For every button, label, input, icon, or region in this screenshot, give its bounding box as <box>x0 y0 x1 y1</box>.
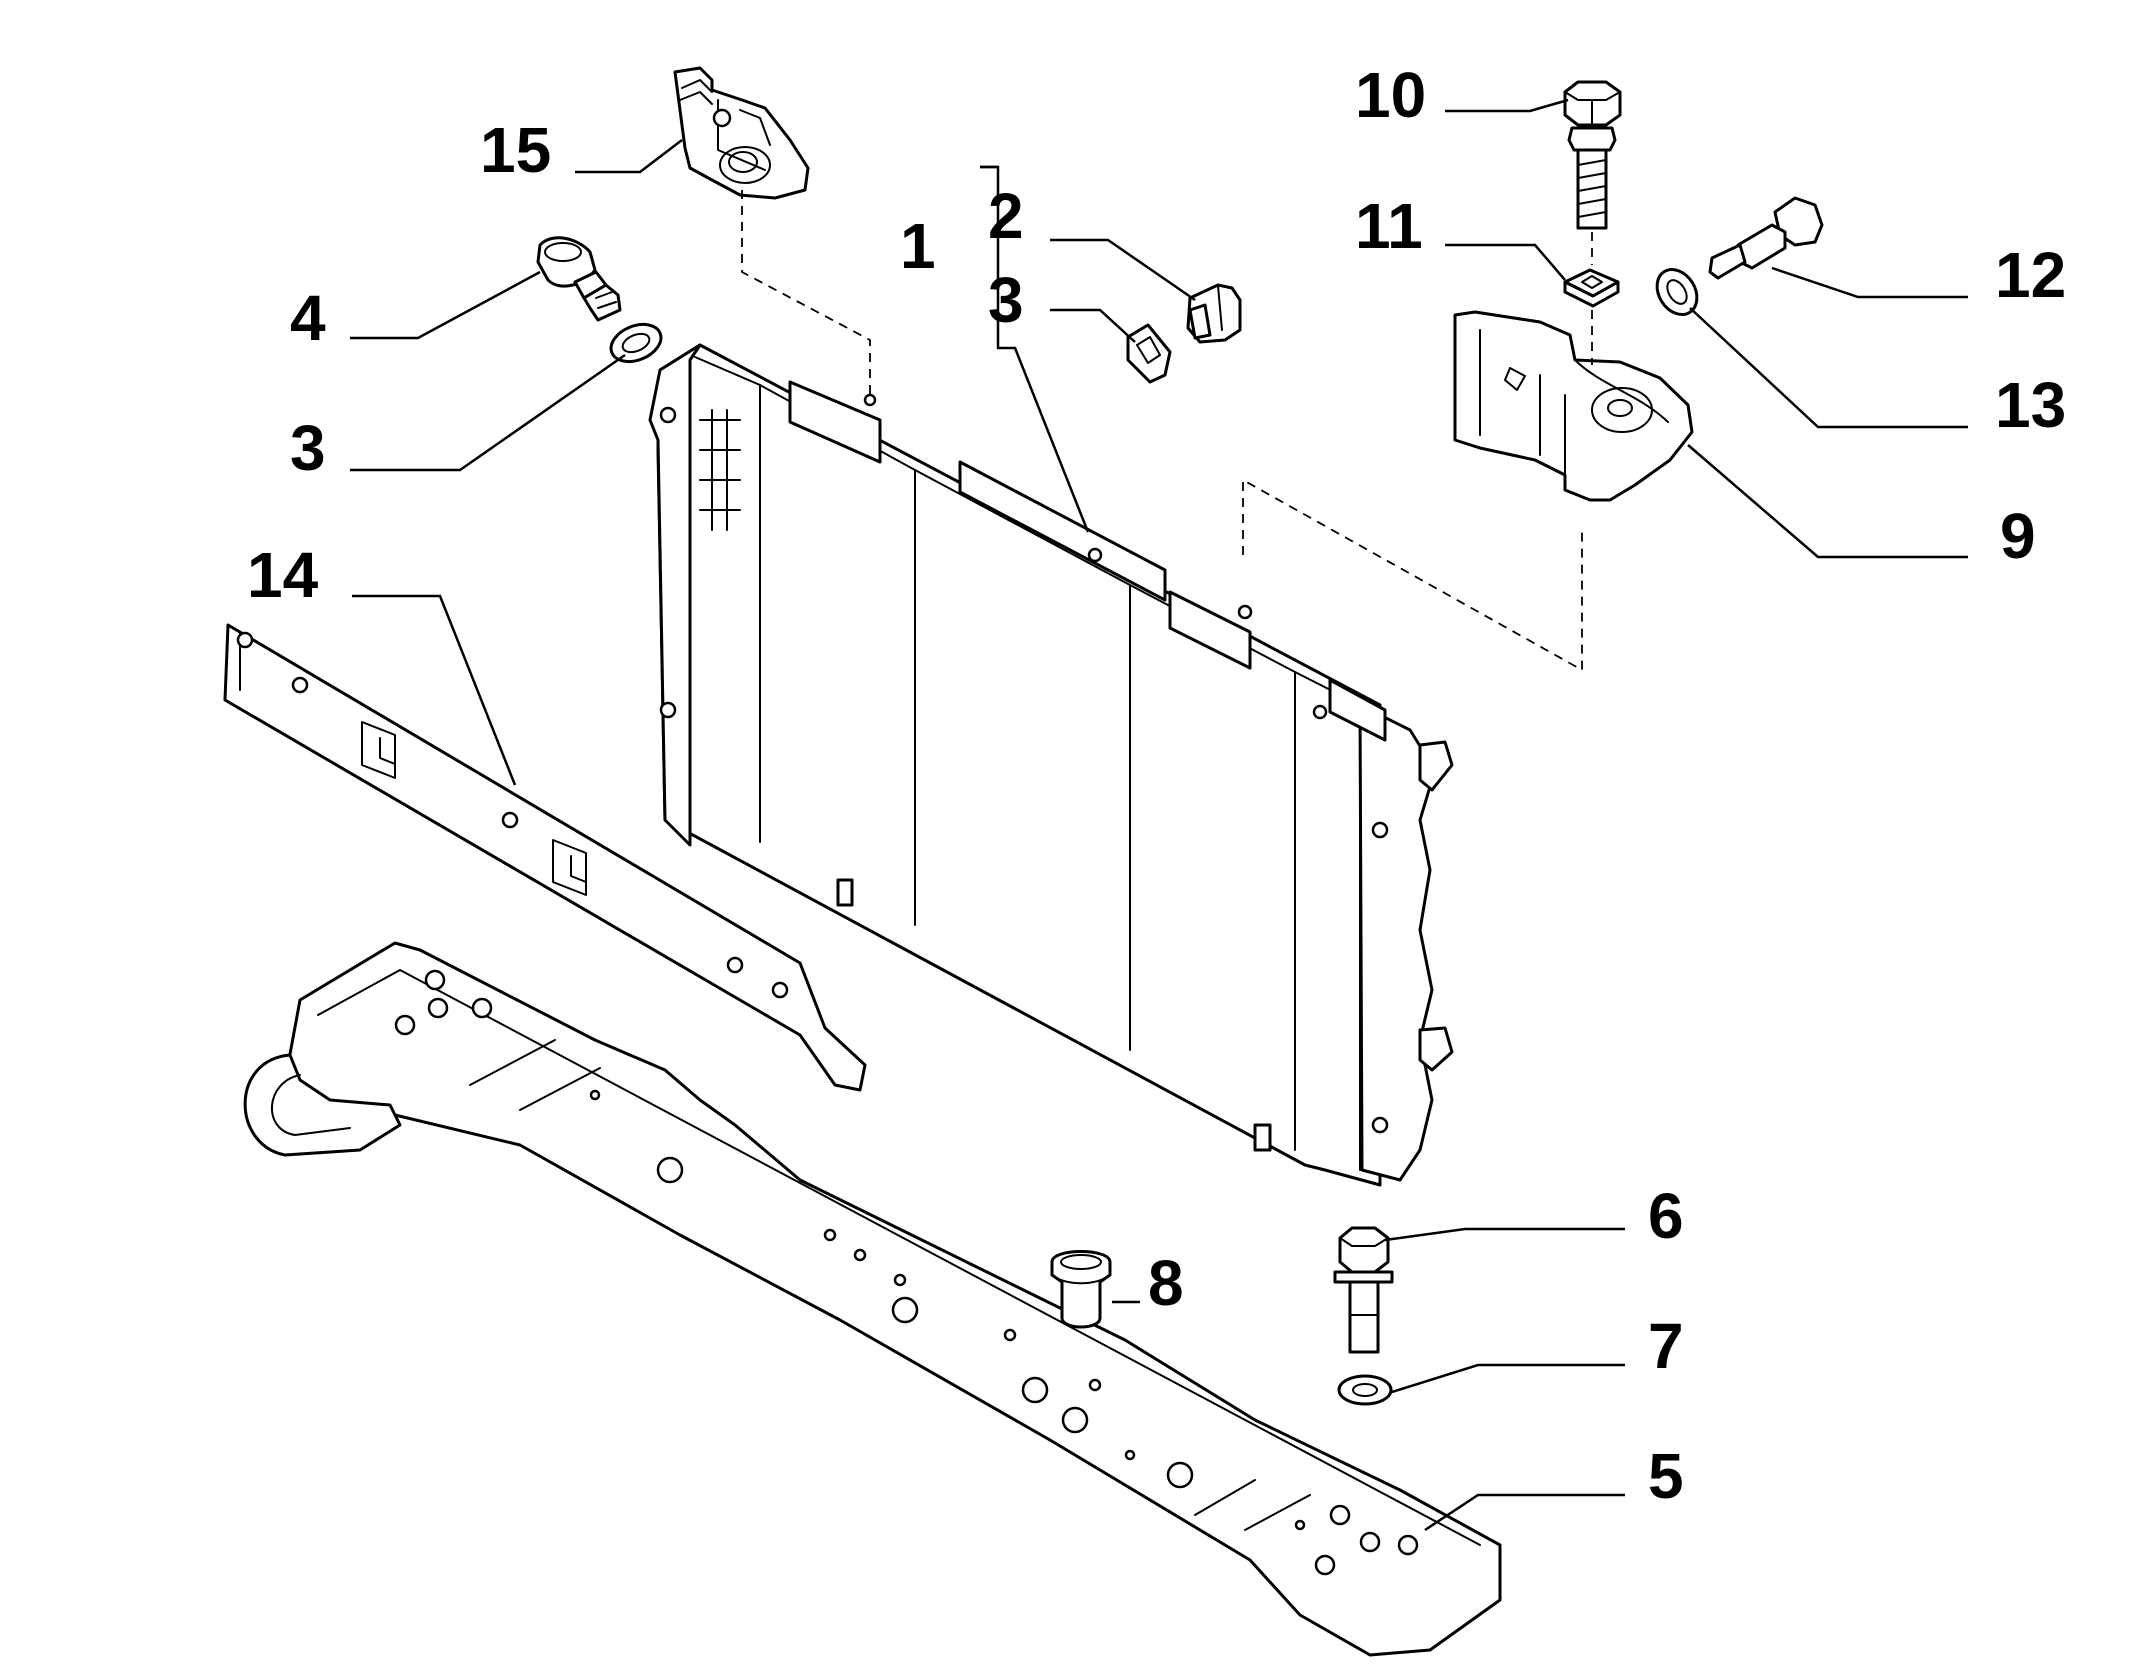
vent-plug <box>1186 283 1242 344</box>
callout-11: 11 <box>1355 190 1423 262</box>
callout-labels: 15 4 3 14 1 2 3 10 11 12 13 9 6 8 7 5 <box>247 59 2066 1512</box>
callout-1: 1 <box>900 210 936 282</box>
callout-3-left: 3 <box>290 412 326 484</box>
flat-washer <box>1337 1374 1393 1406</box>
rubber-bushing <box>1050 1250 1112 1329</box>
callout-7: 7 <box>1648 1310 1684 1382</box>
gasket-small <box>1126 323 1172 384</box>
top-holder-clip <box>673 66 810 200</box>
shoulder-bolt <box>1708 196 1824 280</box>
flange-bolt <box>1333 1226 1394 1354</box>
lower-cross-member <box>243 941 1502 1657</box>
square-nut <box>1563 268 1620 308</box>
callout-15: 15 <box>480 114 551 186</box>
o-ring-left <box>609 322 663 364</box>
callout-8: 8 <box>1148 1247 1184 1319</box>
washer-right <box>1655 268 1699 316</box>
callout-3-top: 3 <box>988 264 1024 336</box>
callout-2: 2 <box>988 180 1024 252</box>
callout-14: 14 <box>247 539 319 611</box>
leader-lines <box>350 98 1968 1532</box>
mounting-bracket-strip <box>223 623 867 1092</box>
callout-12: 12 <box>1995 239 2066 311</box>
radiator <box>648 343 1454 1187</box>
drain-plug <box>536 236 622 322</box>
callout-5: 5 <box>1648 1440 1684 1512</box>
support-bracket <box>1453 310 1694 502</box>
callout-13: 13 <box>1995 369 2066 441</box>
assembly-guide-lines <box>741 190 1593 672</box>
hex-bolt <box>1563 80 1622 230</box>
callout-4: 4 <box>290 282 326 354</box>
callout-10: 10 <box>1355 59 1426 131</box>
callout-6: 6 <box>1648 1180 1684 1252</box>
callout-9: 9 <box>2000 500 2036 572</box>
